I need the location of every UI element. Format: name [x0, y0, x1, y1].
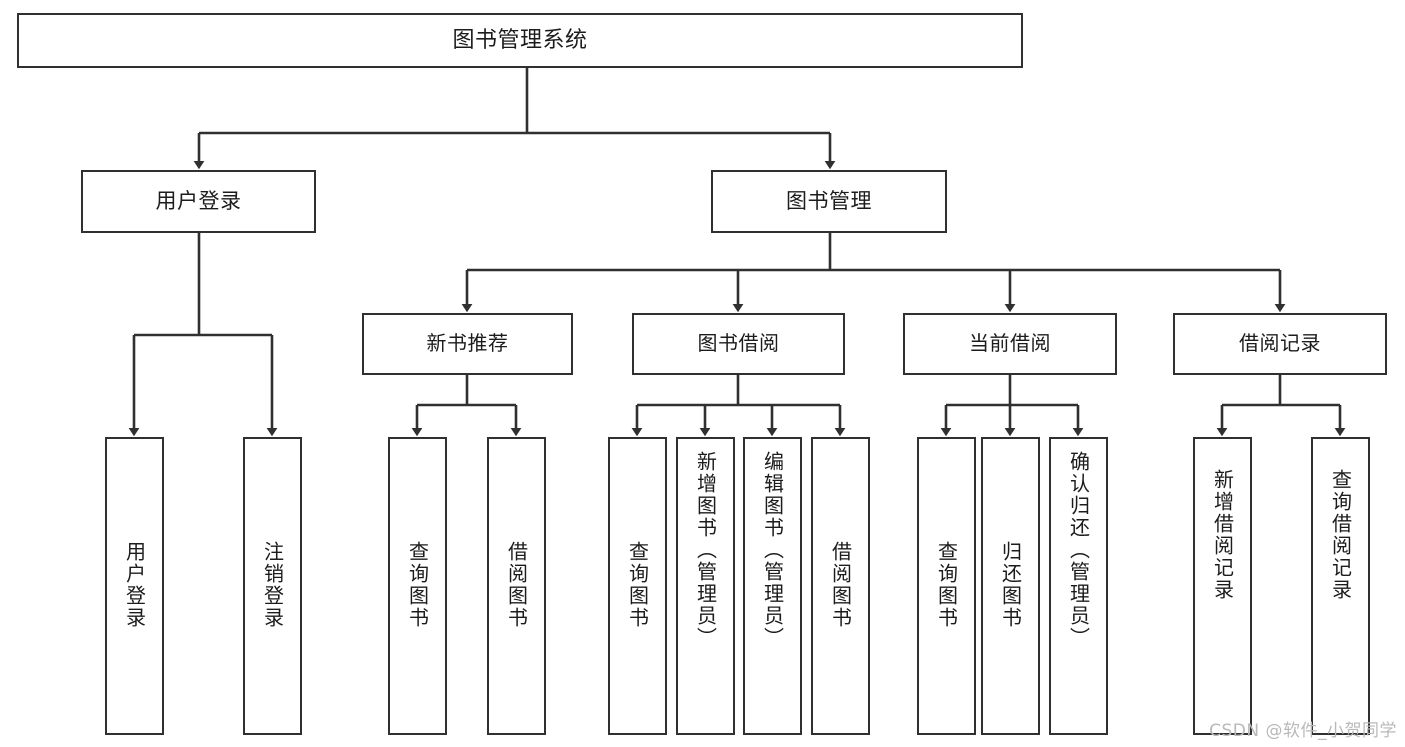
- node-branch-user-login[interactable]: 用户登录: [81, 170, 316, 233]
- node-root-system[interactable]: 图书管理系统: [17, 13, 1023, 68]
- node-sub-new-book-recommend[interactable]: 新书推荐: [362, 313, 573, 375]
- node-leaf-borrow-edit-book-admin[interactable]: 编辑图书（管理员）: [743, 437, 802, 735]
- node-leaf-user-login[interactable]: 用户登录: [105, 437, 164, 735]
- node-leaf-confirm-return-admin[interactable]: 确认归还（管理员）: [1049, 437, 1108, 735]
- node-leaf-logout[interactable]: 注销登录: [243, 437, 302, 735]
- node-sub-current-borrow-label: 当前借阅: [969, 331, 1051, 356]
- node-leaf-borrow-edit-book-admin-label: 编辑图书（管理员）: [760, 451, 785, 649]
- node-leaf-current-query-book[interactable]: 查询图书: [917, 437, 976, 735]
- node-leaf-borrow-book[interactable]: 借阅图书: [811, 437, 870, 735]
- node-leaf-query-borrow-record[interactable]: 查询借阅记录: [1311, 437, 1370, 735]
- node-leaf-new-book-borrow[interactable]: 借阅图书: [487, 437, 546, 735]
- node-root-system-label: 图书管理系统: [452, 27, 588, 53]
- node-leaf-confirm-return-admin-label: 确认归还（管理员）: [1066, 451, 1091, 649]
- node-leaf-borrow-add-book-admin[interactable]: 新增图书（管理员）: [676, 437, 735, 735]
- node-branch-book-management-label: 图书管理: [786, 189, 872, 214]
- node-leaf-new-book-query[interactable]: 查询图书: [388, 437, 447, 735]
- node-sub-current-borrow[interactable]: 当前借阅: [903, 313, 1117, 375]
- node-leaf-current-query-book-label: 查询图书: [934, 541, 959, 629]
- node-leaf-logout-label: 注销登录: [260, 541, 285, 629]
- node-sub-new-book-recommend-label: 新书推荐: [426, 331, 509, 356]
- csdn-watermark: CSDN @软件_小贺同学: [1209, 721, 1397, 741]
- node-leaf-query-borrow-record-label: 查询借阅记录: [1328, 469, 1353, 601]
- node-leaf-return-book-label: 归还图书: [998, 541, 1023, 629]
- node-branch-user-login-label: 用户登录: [155, 189, 242, 214]
- node-leaf-borrow-query-book-label: 查询图书: [625, 541, 650, 629]
- node-leaf-return-book[interactable]: 归还图书: [981, 437, 1040, 735]
- node-leaf-borrow-query-book[interactable]: 查询图书: [608, 437, 667, 735]
- node-sub-borrow-record-label: 借阅记录: [1239, 331, 1321, 356]
- node-leaf-borrow-add-book-admin-label: 新增图书（管理员）: [693, 451, 718, 649]
- node-leaf-new-book-query-label: 查询图书: [405, 541, 430, 629]
- node-sub-book-borrow-label: 图书借阅: [697, 331, 780, 356]
- node-leaf-add-borrow-record[interactable]: 新增借阅记录: [1193, 437, 1252, 735]
- node-leaf-new-book-borrow-label: 借阅图书: [504, 541, 529, 629]
- node-sub-book-borrow[interactable]: 图书借阅: [632, 313, 845, 375]
- node-sub-borrow-record[interactable]: 借阅记录: [1173, 313, 1387, 375]
- node-branch-book-management[interactable]: 图书管理: [711, 170, 947, 233]
- node-leaf-user-login-label: 用户登录: [122, 541, 147, 629]
- node-leaf-borrow-book-label: 借阅图书: [828, 541, 853, 629]
- node-leaf-add-borrow-record-label: 新增借阅记录: [1210, 469, 1235, 601]
